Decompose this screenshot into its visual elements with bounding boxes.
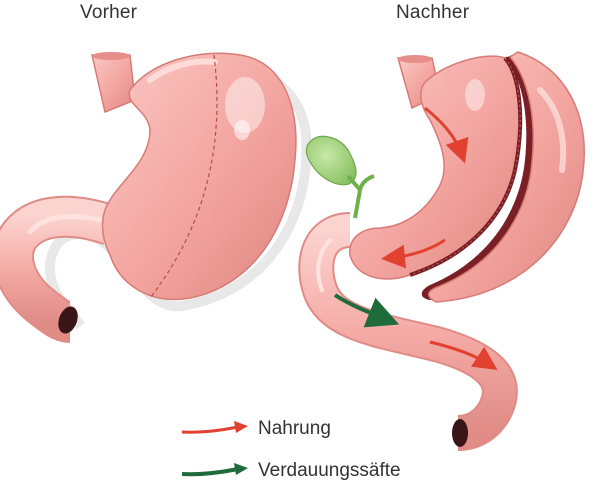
red-arrow-icon [381, 238, 446, 269]
red-arrow-icon [181, 421, 248, 434]
green-arrow-icon [181, 463, 248, 477]
legend-food: Nahrung [178, 418, 331, 440]
gallbladder-icon [305, 135, 375, 219]
title-before: Vorher [80, 2, 138, 23]
stomach-before-icon [0, 52, 312, 343]
legend-juices-label: Verdauungssäfte [258, 460, 401, 481]
legend-juices: Verdauungssäfte [178, 460, 401, 482]
red-arrow-icon [429, 340, 498, 370]
title-after: Nachher [396, 2, 470, 23]
legend-food-label: Nahrung [258, 418, 331, 439]
red-arrow-icon [424, 106, 469, 164]
green-arrow-icon [333, 293, 400, 328]
stomach-after-icon [298, 51, 585, 451]
